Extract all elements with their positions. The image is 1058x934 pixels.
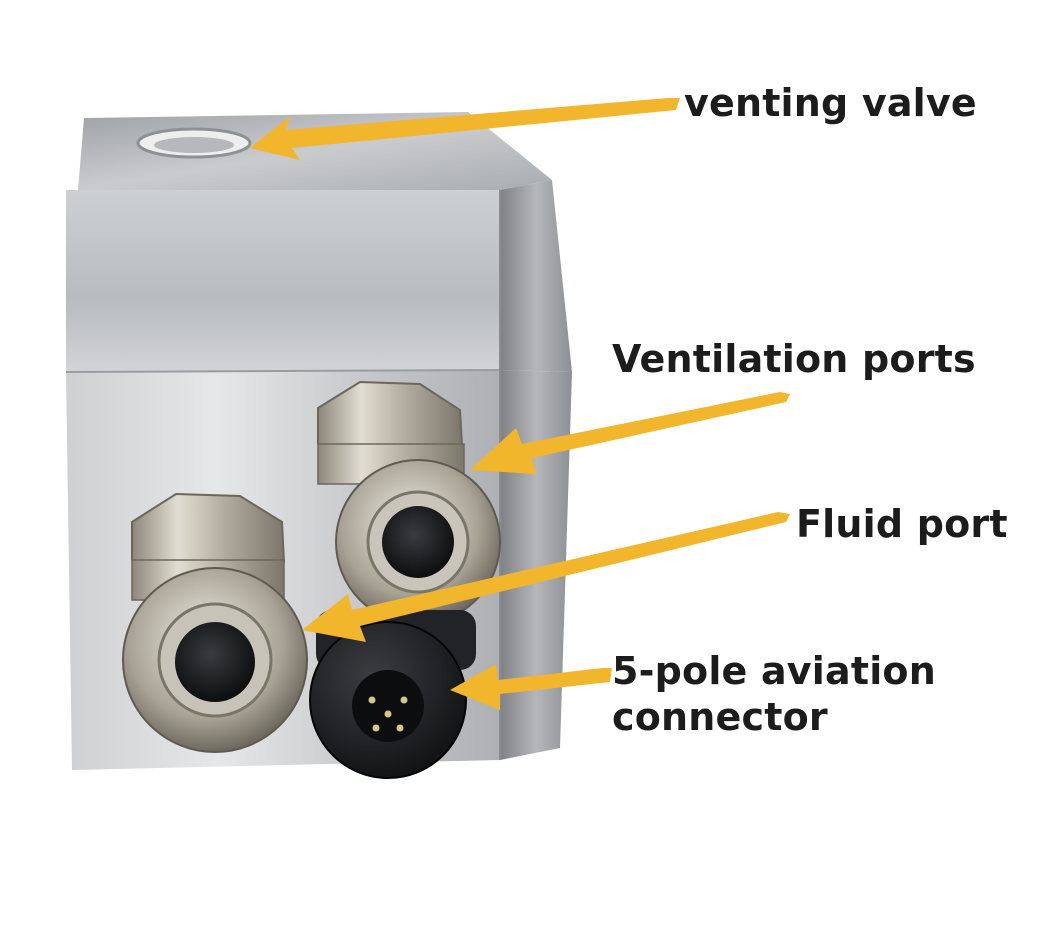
aviation-connector	[309, 610, 476, 779]
arrow-ventilation-ports	[470, 392, 790, 474]
venting-valve	[136, 127, 252, 159]
label-venting-valve: venting valve	[684, 81, 977, 125]
arrow-fluid-port	[302, 512, 790, 642]
fluid-port-fitting	[122, 492, 308, 753]
arrow-connector	[450, 664, 612, 710]
label-connector-line2: connector	[612, 695, 828, 739]
arrow-venting-valve	[250, 98, 680, 160]
label-aviation-connector: 5-pole aviation connector	[612, 648, 1032, 740]
label-fluid-port: Fluid port	[796, 502, 1008, 546]
label-connector-line1: 5-pole aviation	[612, 649, 936, 693]
label-ventilation-ports: Ventilation ports	[612, 337, 976, 381]
annotation-arrows	[250, 98, 790, 710]
ventilation-port-fitting	[317, 380, 501, 625]
